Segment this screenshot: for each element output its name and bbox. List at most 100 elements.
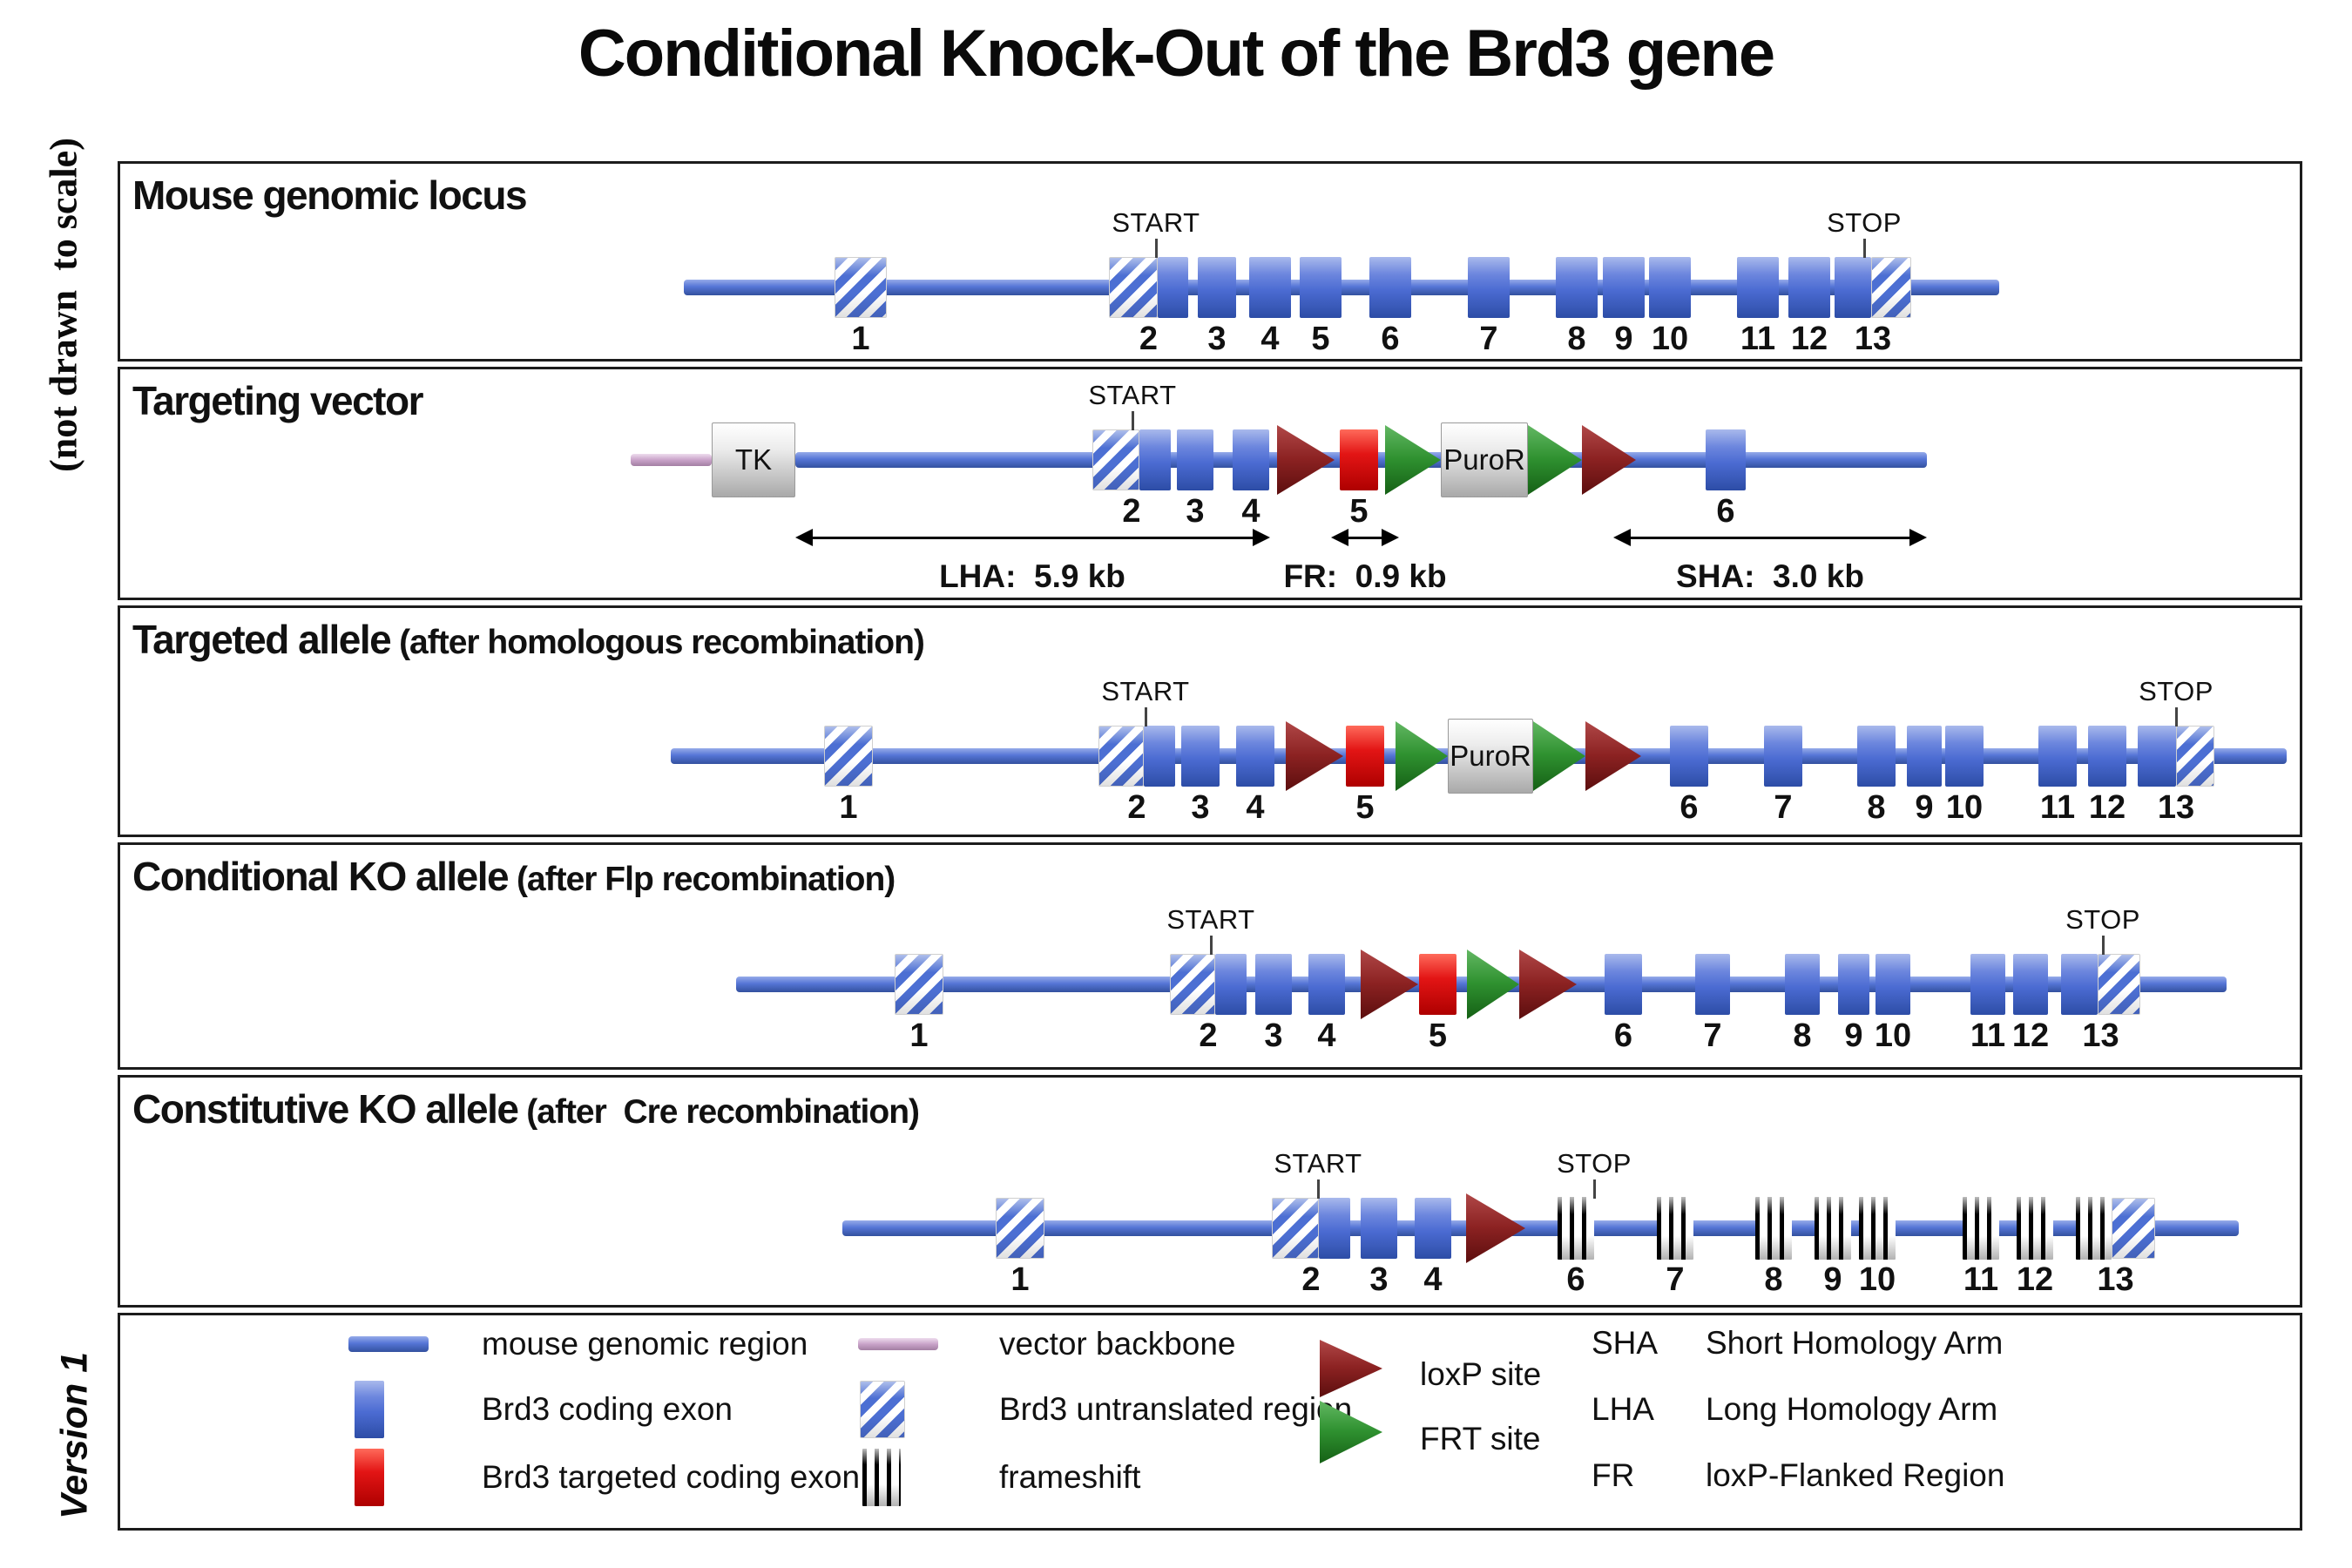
exon-box	[1236, 726, 1274, 787]
start-marker-label: START	[1101, 676, 1190, 706]
exon-number: 9	[1823, 1261, 1842, 1298]
panel-subtitle: (after Cre recombination)	[517, 1093, 920, 1131]
utr-box	[824, 726, 873, 787]
exon-number: 1	[909, 1017, 929, 1054]
legend-label: Brd3 coding exon	[482, 1391, 733, 1427]
exon-number: 7	[1479, 321, 1498, 357]
utr-box	[1871, 257, 1911, 318]
legend-label: Brd3 targeted coding exon	[482, 1459, 861, 1495]
legend-abbr: FR	[1592, 1457, 1635, 1493]
dimension-arrowhead-right	[1382, 529, 1399, 546]
utr-box	[1272, 1198, 1319, 1259]
exon-number: 2	[1127, 789, 1146, 826]
not-to-scale-note: (not drawn to scale)	[42, 138, 85, 472]
panel-title: Targeting vector	[132, 378, 424, 423]
exon-number: 13	[2157, 789, 2195, 826]
puror-box: PuroR	[1441, 422, 1528, 497]
exon-box	[1158, 257, 1188, 318]
exon-number: 1	[839, 789, 858, 826]
utr-box	[835, 257, 887, 318]
utr-box	[1170, 954, 1215, 1015]
panel-heading: Constitutive KO allele (after Cre recomb…	[132, 1085, 920, 1132]
stop-marker-label: STOP	[1827, 207, 1902, 238]
puror-box: PuroR	[1448, 719, 1533, 794]
exon-number: 12	[2016, 1261, 2054, 1298]
exon-number: 3	[1186, 493, 1205, 530]
exon-number: 8	[1764, 1261, 1783, 1298]
exon-number: 10	[1858, 1261, 1896, 1298]
frameshift-box	[1815, 1197, 1851, 1260]
legend-swatch-frameshift	[862, 1449, 901, 1506]
targeted-exon-box	[1346, 726, 1384, 787]
dimension-label: FR: 0.9 kb	[1283, 558, 1447, 594]
exon-number: 4	[1246, 789, 1265, 826]
exon-number: 4	[1260, 321, 1280, 357]
exon-number: 13	[1854, 321, 1892, 357]
utr-box	[1098, 726, 1144, 787]
frameshift-box	[1558, 1197, 1594, 1260]
exon-number: 4	[1423, 1261, 1443, 1298]
exon-number: 12	[2011, 1017, 2050, 1054]
exon-number: 6	[1680, 789, 1699, 826]
utr-box	[2176, 726, 2214, 787]
vector-backbone-line	[631, 454, 712, 466]
exon-number: 6	[1566, 1261, 1585, 1298]
exon-number: 2	[1301, 1261, 1321, 1298]
targeted-exon-box	[1340, 429, 1378, 490]
exon-box	[1215, 954, 1247, 1015]
exon-number: 6	[1613, 1017, 1633, 1054]
dimension-arrow	[1345, 537, 1385, 539]
frameshift-box	[2017, 1197, 2053, 1260]
exon-number: 11	[1963, 1261, 1999, 1298]
panel-targeted-allele	[118, 605, 2302, 837]
start-marker-tick	[1317, 1179, 1320, 1199]
dimension-arrowhead-right	[1253, 529, 1270, 546]
exon-box	[1361, 1198, 1397, 1259]
frameshift-box	[1657, 1197, 1693, 1260]
exon-box	[1415, 1198, 1451, 1259]
exon-box	[1177, 429, 1213, 490]
dimension-arrowhead-left	[1613, 529, 1631, 546]
exon-box	[1255, 954, 1292, 1015]
stop-marker-tick	[1863, 239, 1866, 258]
utr-box	[996, 1198, 1044, 1259]
exon-number: 3	[1369, 1261, 1389, 1298]
legend-abbr: SHA	[1592, 1325, 1659, 1361]
targeted-exon-box	[1419, 954, 1456, 1015]
utr-box	[895, 954, 943, 1015]
exon-number: 5	[1311, 321, 1330, 357]
legend-swatch-coding-exon	[355, 1381, 384, 1438]
panel-title: Conditional KO allele	[132, 854, 510, 899]
exon-box	[1970, 954, 2005, 1015]
exon-number: 2	[1199, 1017, 1218, 1054]
exon-box	[1788, 257, 1830, 318]
figure-title: Conditional Knock-Out of the Brd3 gene	[578, 17, 1775, 91]
exon-number: 2	[1122, 493, 1141, 530]
panel-constitutive-ko-allele	[118, 1075, 2302, 1308]
exon-number: 13	[2082, 1017, 2119, 1054]
exon-number: 4	[1317, 1017, 1336, 1054]
exon-box	[1603, 257, 1645, 318]
dimension-arrow	[809, 537, 1256, 539]
exon-number: 12	[2088, 789, 2126, 826]
exon-number: 1	[851, 321, 870, 357]
exon-number: 5	[1349, 493, 1369, 530]
legend-swatch-targeted-exon	[355, 1449, 384, 1506]
stop-marker-tick	[1593, 1179, 1596, 1199]
legend-abbr: LHA	[1592, 1391, 1654, 1427]
exon-number: 5	[1355, 789, 1375, 826]
panel-heading: Mouse genomic locus	[132, 172, 528, 219]
exon-number: 3	[1191, 789, 1210, 826]
panel-heading: Conditional KO allele (after Flp recombi…	[132, 853, 896, 900]
exon-box	[1319, 1198, 1350, 1259]
exon-number: 1	[1010, 1261, 1030, 1298]
exon-number: 5	[1428, 1017, 1448, 1054]
exon-box	[1144, 726, 1175, 787]
panel-heading: Targeted allele (after homologous recomb…	[132, 616, 925, 663]
tk-box: TK	[712, 422, 795, 497]
utr-box	[1109, 257, 1158, 318]
exon-number: 8	[1793, 1017, 1812, 1054]
dimension-label: SHA: 3.0 kb	[1676, 558, 1864, 594]
legend-swatch-utr	[860, 1381, 905, 1438]
